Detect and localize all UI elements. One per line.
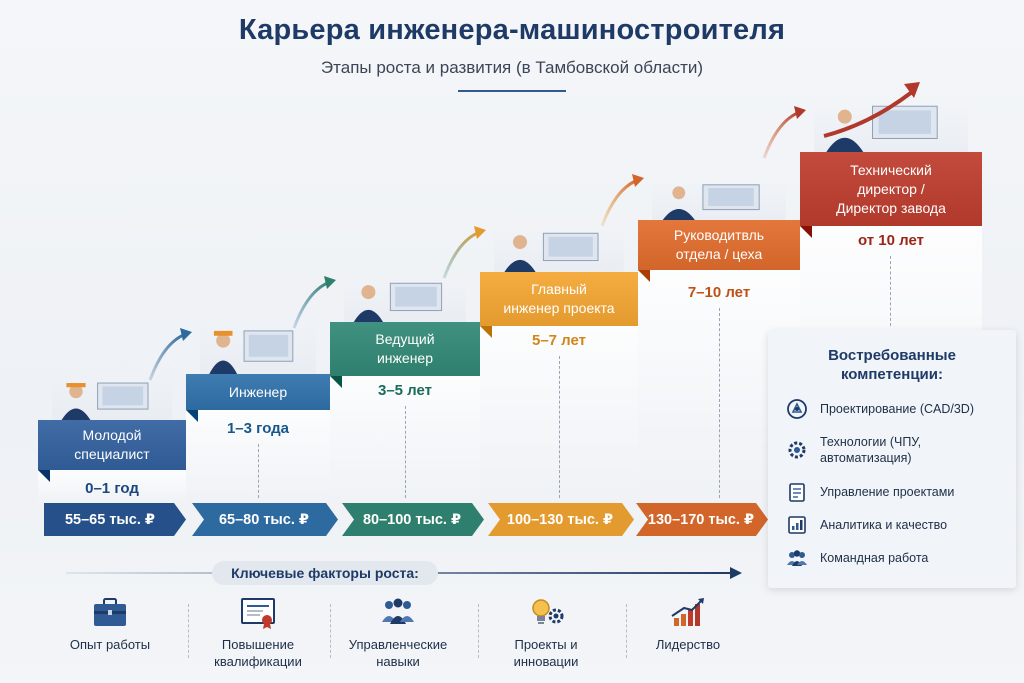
step-years: 7–10 лет — [687, 284, 751, 301]
step-title: Технический директор / Директор завода — [800, 152, 982, 226]
step-title: Руководитвль отдела / цеха — [638, 220, 800, 270]
salary-range: 80–100 тыс. ₽ — [342, 503, 484, 536]
step-illustration — [344, 278, 466, 322]
step-guide-line — [559, 356, 560, 498]
step-title: Молодой специалист — [38, 420, 186, 470]
step-guide-line — [405, 406, 406, 498]
step-fold — [480, 326, 492, 338]
competency-label: Технологии (ЧПУ, автоматизация) — [820, 435, 922, 465]
factor-management: Управленческие навыки — [328, 596, 468, 670]
step-years: 3–5 лет — [377, 382, 433, 399]
top-growth-arrow-icon — [823, 82, 920, 138]
people-icon — [786, 547, 808, 569]
salary-range: 55–65 тыс. ₽ — [44, 503, 186, 536]
step-guide-line — [258, 444, 259, 498]
lightbulb-gear-icon — [526, 596, 566, 630]
competency-item: Управление проектами — [786, 481, 1012, 503]
competency-label: Аналитика и качество — [820, 518, 948, 532]
factor-separator — [188, 604, 189, 658]
clipboard-icon — [786, 481, 808, 503]
factor-separator — [478, 604, 479, 658]
competencies-title: Востребованные компетенции: — [828, 347, 956, 383]
factor-leadership: Лидерство — [618, 596, 758, 653]
step-title: Главный инженер проекта — [480, 272, 638, 326]
competency-item: Технологии (ЧПУ, автоматизация) — [786, 434, 1012, 466]
salary-range: 65–80 тыс. ₽ — [192, 503, 338, 536]
factors-title: Ключевые факторы роста: — [212, 561, 438, 585]
factor-qualification: Повышение квалификации — [188, 596, 328, 670]
step-years: 1–3 года — [226, 420, 290, 437]
competency-label: Управление проектами — [820, 485, 955, 499]
step-illustration — [200, 325, 316, 374]
analytics-icon — [786, 514, 808, 536]
page-subtitle: Этапы роста и развития (в Тамбовской обл… — [320, 58, 704, 77]
factor-experience: Опыт работы — [40, 596, 180, 653]
competencies-panel: Востребованные компетенции: Проектирован… — [768, 330, 1016, 588]
growth-arrow-icon — [148, 328, 192, 381]
step-illustration — [652, 180, 786, 220]
competency-item: Командная работа — [786, 547, 1012, 569]
step-fold — [330, 376, 342, 388]
step-title: Ведущий инженер — [330, 322, 480, 376]
factors-arrow-head — [730, 567, 742, 579]
factor-separator — [330, 604, 331, 658]
certificate-icon — [238, 596, 278, 630]
step-guide-line — [890, 256, 891, 326]
growth-arrow-icon — [600, 174, 644, 227]
gear-icon — [786, 439, 808, 461]
step-years: 5–7 лет — [531, 332, 587, 349]
step-fold — [186, 410, 198, 422]
factor-innovation: Проекты и инновации — [476, 596, 616, 670]
factor-label: Опыт работы — [69, 637, 151, 652]
briefcase-icon — [90, 596, 130, 630]
factor-label: Повышение квалификации — [214, 637, 302, 669]
factor-separator — [626, 604, 627, 658]
step-column — [38, 470, 186, 503]
step-years: 0–1 год — [85, 480, 139, 497]
growth-arrow-icon — [762, 106, 806, 159]
factor-label: Управленческие навыки — [348, 637, 448, 669]
growth-chart-icon — [668, 596, 708, 630]
page-title: Карьера инженера-машиностроителя — [238, 14, 786, 46]
step-illustration — [494, 228, 624, 272]
factor-label: Лидерство — [655, 637, 721, 652]
competency-item: Аналитика и качество — [786, 514, 1012, 536]
cad-icon — [786, 398, 808, 420]
salary-range: 130–170 тыс. ₽ — [636, 503, 768, 536]
step-fold — [38, 470, 50, 482]
growth-arrow-icon — [442, 226, 486, 279]
competency-label: Проектирование (CAD/3D) — [820, 402, 974, 416]
competency-label: Командная работа — [820, 551, 929, 565]
factor-label: Проекты и инновации — [513, 637, 579, 669]
growth-arrow-icon — [292, 276, 336, 329]
competency-item: Проектирование (CAD/3D) — [786, 398, 1012, 420]
title-divider — [458, 90, 566, 92]
step-illustration — [52, 378, 172, 420]
team-management-icon — [378, 596, 418, 630]
step-fold — [638, 270, 650, 282]
salary-range: 100–130 тыс. ₽ — [488, 503, 634, 536]
step-years: от 10 лет — [858, 232, 924, 249]
step-fold — [800, 226, 812, 238]
step-title: Инженер — [186, 374, 330, 410]
step-guide-line — [719, 308, 720, 498]
